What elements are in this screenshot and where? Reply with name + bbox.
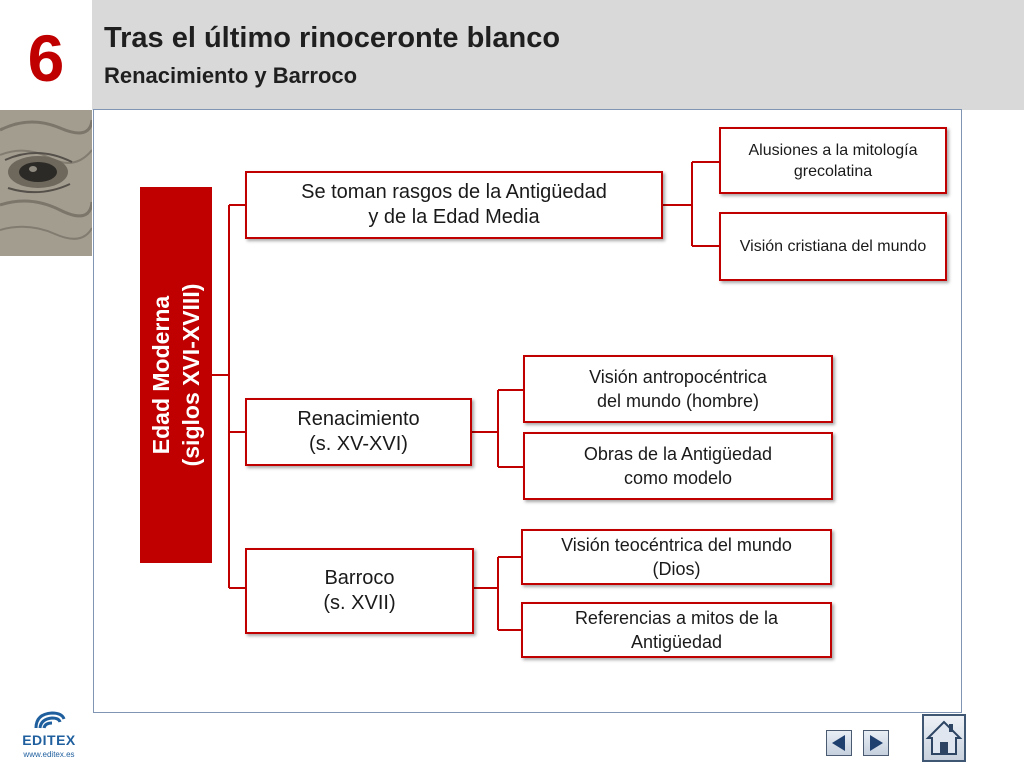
page-title: Tras el último rinoceronte blanco (104, 22, 561, 54)
triangle-left-icon (832, 735, 845, 751)
header-bar (0, 0, 1024, 110)
content-frame (93, 109, 962, 713)
branch-node-barroco: Barroco (s. XVII) (245, 548, 474, 634)
leaf-node-teocentrica: Visión teocéntrica del mundo (Dios) (521, 529, 832, 585)
root-node-label: Edad Moderna (siglos XVI-XVIII) (146, 195, 206, 555)
logo-url: www.editex.es (23, 750, 75, 759)
leaf-node-mitos: Referencias a mitos de la Antigüedad (521, 602, 832, 658)
root-node-edad-moderna: Edad Moderna (siglos XVI-XVIII) (140, 187, 212, 563)
triangle-right-icon (870, 735, 883, 751)
leaf-node-vision-cristiana: Visión cristiana del mundo (719, 212, 947, 281)
root-label-line-1: Edad Moderna (148, 295, 174, 455)
leaf-node-mitologia: Alusiones a la mitología grecolatina (719, 127, 947, 194)
editex-logo: EDITEX www.editex.es (14, 708, 84, 762)
logo-text: EDITEX (22, 732, 76, 748)
page-subtitle: Renacimiento y Barroco (104, 63, 358, 88)
branch-node-rasgos: Se toman rasgos de la Antigüedad y de la… (245, 171, 663, 239)
chapter-number: 6 (27, 21, 65, 95)
next-button[interactable] (863, 730, 889, 756)
editex-logo-icon (34, 711, 66, 729)
branch-node-renacimiento: Renacimiento (s. XV-XVI) (245, 398, 472, 466)
rhino-photo (0, 110, 92, 256)
chapter-badge: 6 (0, 0, 92, 110)
home-icon (925, 720, 963, 755)
leaf-node-antropocentrica: Visión antropocéntrica del mundo (hombre… (523, 355, 833, 423)
leaf-node-obras-antiguedad: Obras de la Antigüedad como modelo (523, 432, 833, 500)
root-label-line-2: (siglos XVI-XVIII) (178, 283, 204, 467)
home-button[interactable] (922, 714, 966, 762)
prev-button[interactable] (826, 730, 852, 756)
